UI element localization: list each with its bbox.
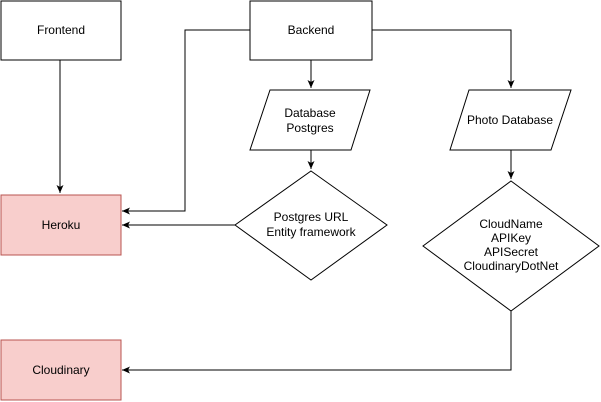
cloudinary-config-node: CloudName APIKey APISecret CloudinaryDot… (422, 180, 600, 312)
postgres-config-line-2: Entity framework (266, 225, 356, 239)
cloudinary-config-line-4: CloudinaryDotNet (464, 259, 559, 273)
cloudinary-label: Cloudinary (32, 363, 89, 377)
database-label-line-1: Database (284, 106, 336, 120)
photo-database-label: Photo Database (467, 113, 553, 127)
postgres-config-node: Postgres URL Entity framework (234, 170, 388, 281)
edges (56, 29, 515, 374)
cloudinary-config-line-2: APIKey (491, 231, 531, 245)
cloudinary-node: Cloudinary (0, 339, 122, 401)
heroku-label: Heroku (42, 218, 81, 232)
backend-node: Backend (249, 0, 373, 61)
database-label-line-2: Postgres (286, 121, 333, 135)
cloudinary-config-line-3: APISecret (484, 245, 539, 259)
edge-backend-to-photo-database (372, 29, 515, 88)
edge-cloudinary-config-to-cloudinary (122, 311, 512, 374)
postgres-config-line-1: Postgres URL (274, 210, 349, 224)
cloudinary-config-line-1: CloudName (479, 217, 543, 231)
edge-backend-to-heroku (122, 29, 250, 215)
photo-database-node: Photo Database (449, 89, 572, 151)
frontend-label: Frontend (37, 23, 85, 37)
backend-label: Backend (288, 23, 335, 37)
database-node: Database Postgres (249, 89, 371, 151)
heroku-node: Heroku (0, 194, 122, 256)
frontend-node: Frontend (0, 0, 122, 61)
